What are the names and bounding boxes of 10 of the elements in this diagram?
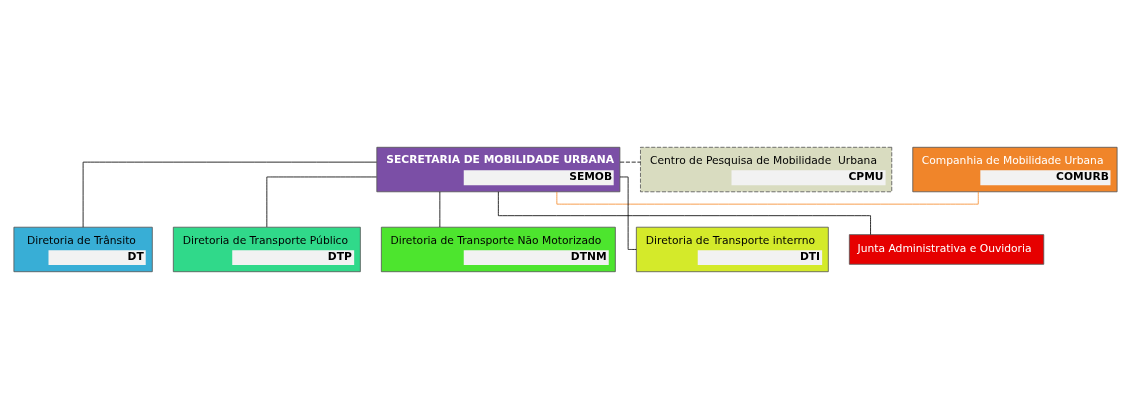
- node-box: Diretoria de Transporte interrno DTI: [635, 226, 829, 273]
- node-box: Diretoria de Transporte Público DTP: [172, 226, 361, 273]
- connector: [619, 176, 637, 250]
- node-box: Junta Administrativa e Ouvidoria: [848, 234, 1045, 265]
- node-box: SECRETARIA DE MOBILIDADE URBANA SEMOB: [376, 146, 621, 193]
- connector: [497, 191, 871, 235]
- node-box: Diretoria de Transporte Não Motorizado DTNM: [380, 226, 616, 273]
- node-box: Companhia de Mobilidade Urbana COMURB: [912, 146, 1118, 193]
- node-box: Centro de Pesquisa de Mobilidade Urbana CPMU: [640, 146, 893, 193]
- node-box: Diretoria de Trânsito DT: [13, 226, 153, 273]
